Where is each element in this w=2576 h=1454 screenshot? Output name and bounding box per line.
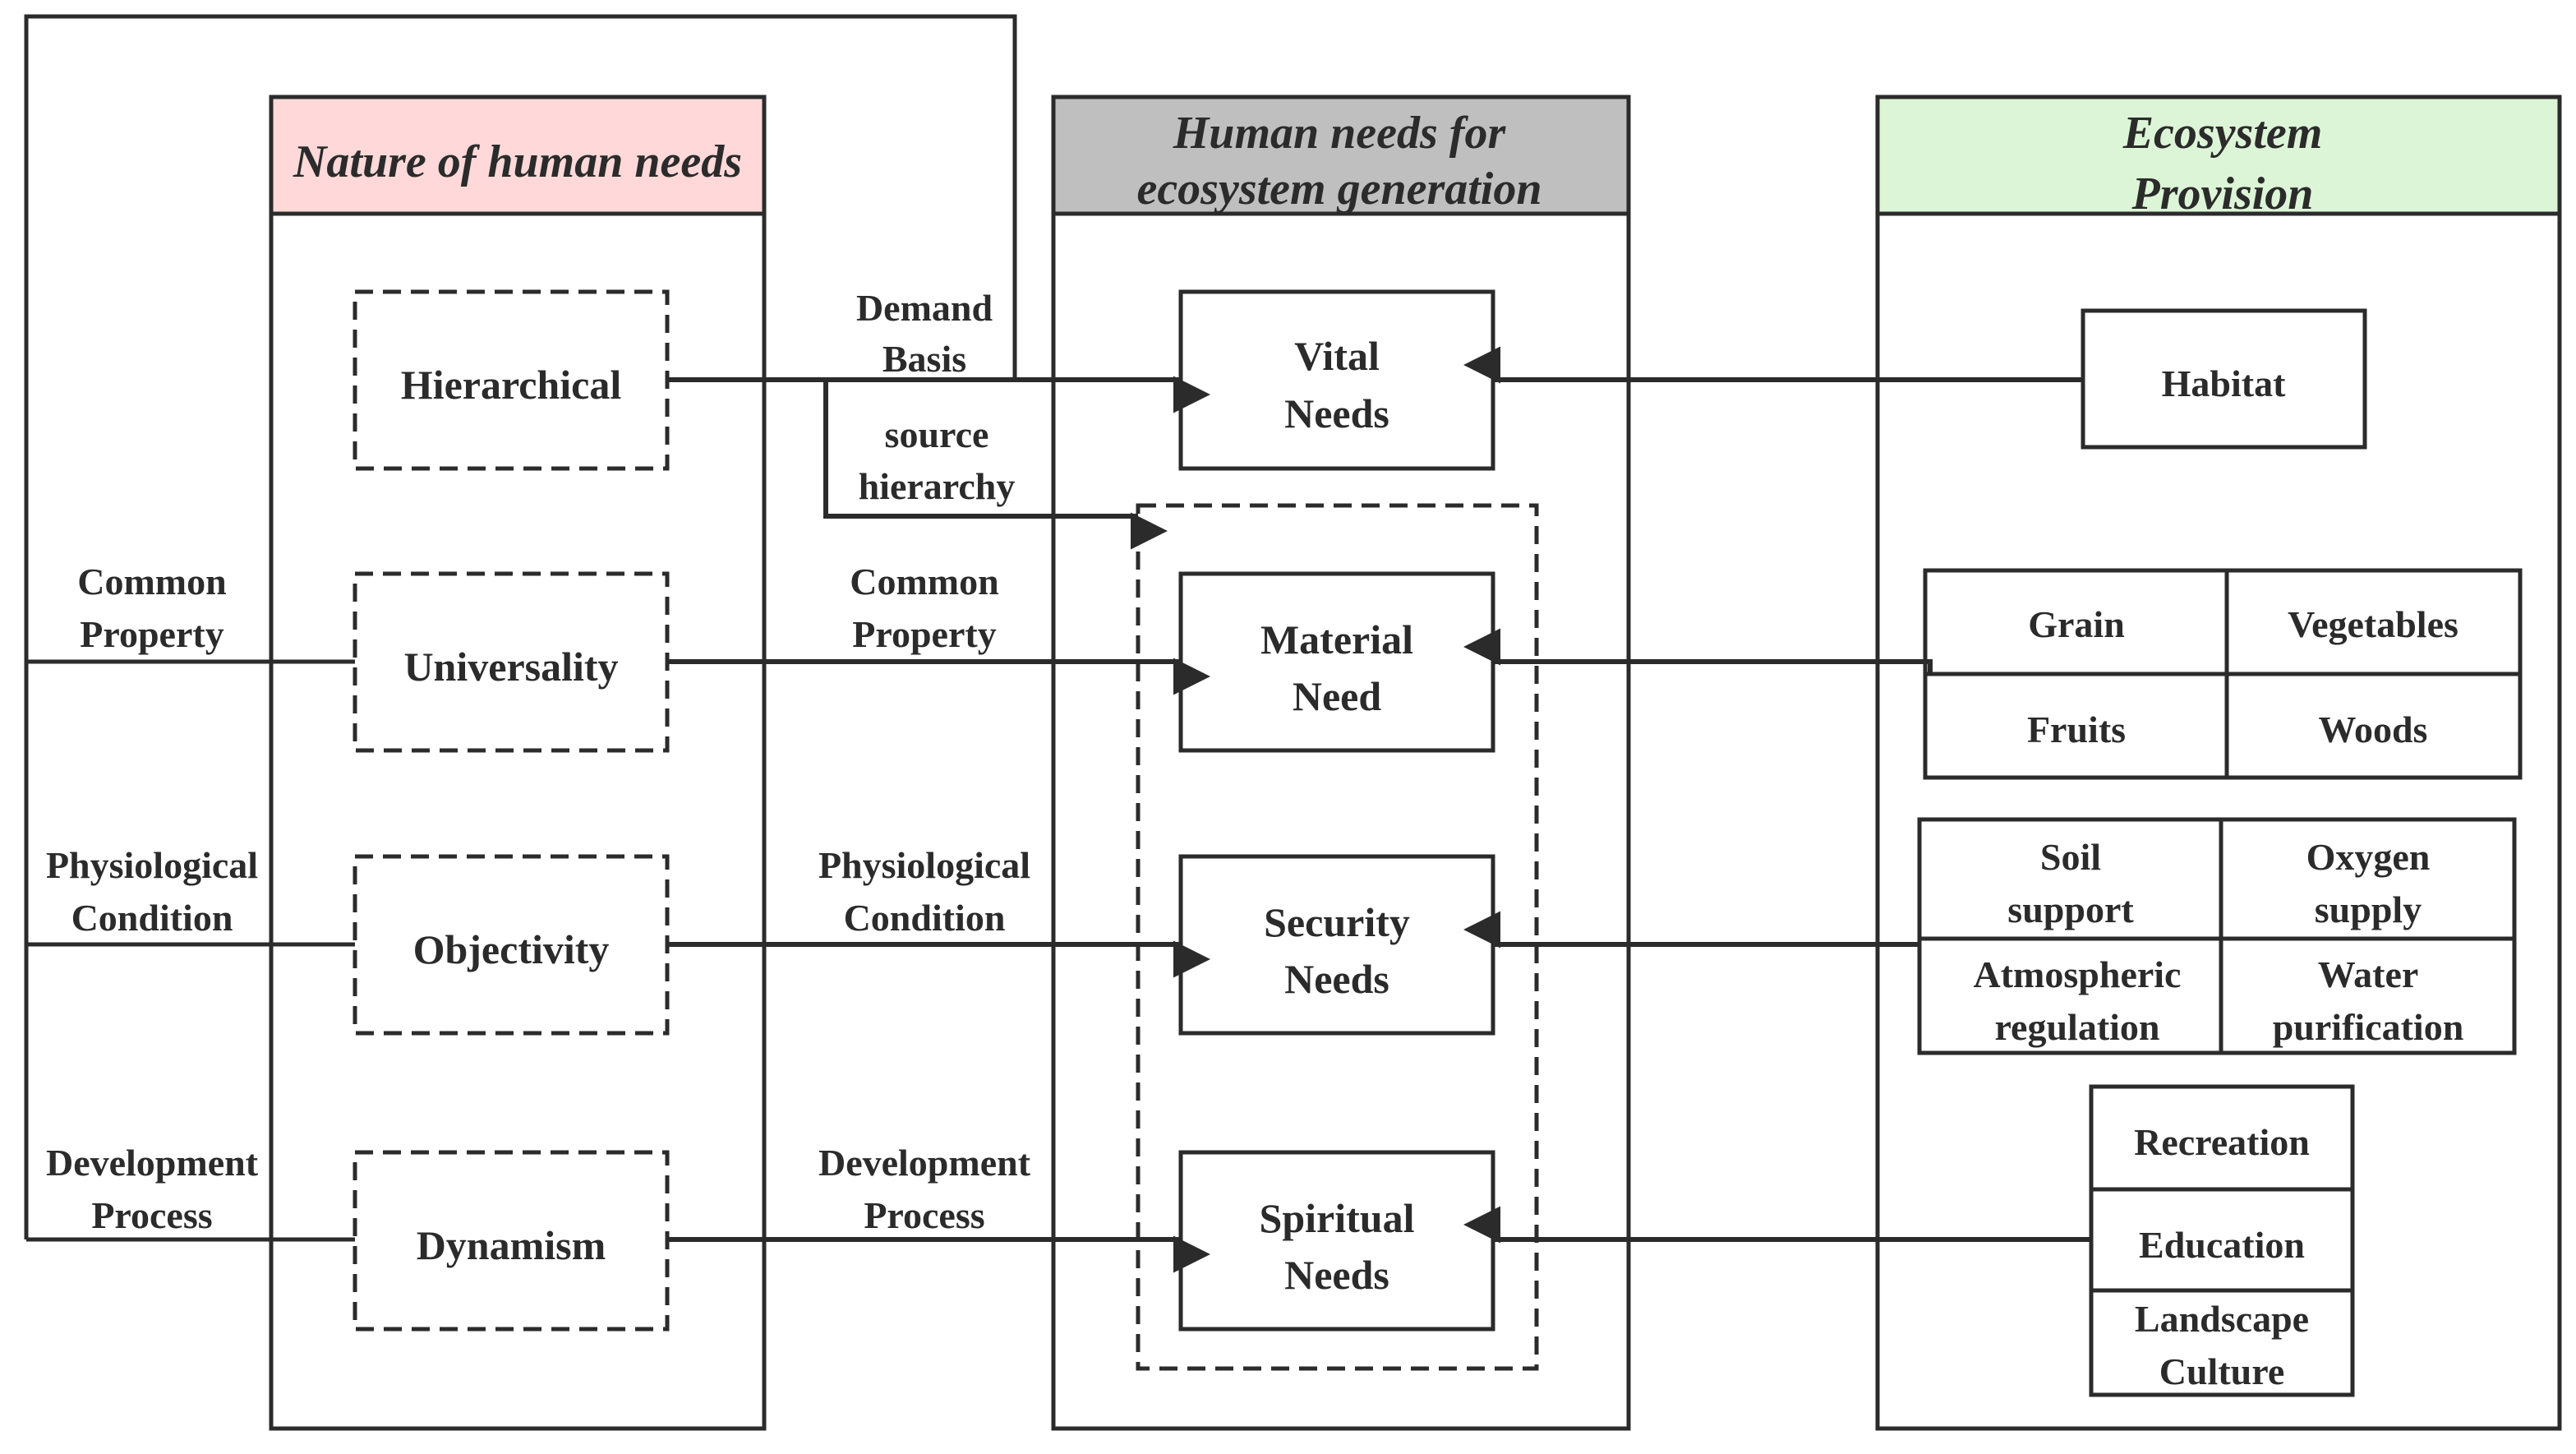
svg-text:Condition: Condition bbox=[844, 897, 1006, 939]
left-label-physiological-condition: Physiological Condition bbox=[46, 844, 258, 939]
svg-text:purification: purification bbox=[2273, 1006, 2464, 1048]
needs-column: Human needs for ecosystem generation Vit… bbox=[1051, 95, 1631, 1431]
svg-text:support: support bbox=[2007, 889, 2134, 930]
nature-item-label: Hierarchical bbox=[401, 362, 622, 408]
needs-group-dashed-frame bbox=[1136, 503, 1539, 1371]
svg-text:Common: Common bbox=[77, 561, 226, 602]
provision-column: Ecosystem Provision Habitat Grain Vegeta… bbox=[1875, 95, 2562, 1431]
mid-label-demand-basis: Demand Basis bbox=[856, 287, 993, 380]
svg-text:Property: Property bbox=[852, 613, 996, 655]
svg-text:Landscape: Landscape bbox=[2135, 1298, 2309, 1340]
svg-text:Process: Process bbox=[91, 1194, 212, 1236]
svg-text:Need: Need bbox=[1293, 673, 1381, 719]
mid-label-development-process: Development Process bbox=[818, 1142, 1031, 1236]
provision-header-title-line2: Provision bbox=[2131, 168, 2314, 219]
nature-header-bg bbox=[269, 95, 767, 216]
svg-text:Soil: Soil bbox=[2040, 836, 2101, 878]
provision-fruits: Fruits bbox=[2027, 709, 2126, 750]
svg-text:Water: Water bbox=[2318, 953, 2419, 995]
provision-habitat: Habitat bbox=[2081, 308, 2367, 450]
provision-education: Education bbox=[2139, 1224, 2305, 1266]
provision-header-title-line1: Ecosystem bbox=[2122, 108, 2323, 159]
needs-header-bg bbox=[1051, 95, 1631, 216]
svg-text:Atmospheric: Atmospheric bbox=[1974, 953, 2182, 995]
provision-header-bg bbox=[1875, 95, 2562, 216]
nature-item-dynamism: Dynamism bbox=[353, 1150, 670, 1332]
provision-soil-support: Soil support bbox=[2007, 836, 2134, 930]
provision-water-purification: Water purification bbox=[2273, 953, 2464, 1048]
svg-text:Process: Process bbox=[864, 1194, 984, 1236]
svg-text:regulation: regulation bbox=[1994, 1006, 2159, 1048]
nature-column: Nature of human needs Hierarchical Unive… bbox=[269, 95, 767, 1431]
provision-recreation: Recreation bbox=[2134, 1121, 2310, 1163]
svg-text:hierarchy: hierarchy bbox=[859, 465, 1016, 507]
arrow-material-to-material-need bbox=[1463, 628, 1933, 674]
svg-text:Oxygen: Oxygen bbox=[2306, 836, 2431, 878]
svg-text:Habitat: Habitat bbox=[2162, 362, 2286, 404]
svg-text:Property: Property bbox=[80, 613, 223, 655]
need-box-spiritual: Spiritual Needs bbox=[1178, 1150, 1495, 1332]
svg-text:source: source bbox=[885, 413, 989, 455]
left-label-development-process: Development Process bbox=[46, 1142, 259, 1236]
provision-spiritual-stack: Recreation Education Landscape Culture bbox=[2089, 1084, 2355, 1397]
mid-label-source-hierarchy: source hierarchy bbox=[859, 413, 1016, 507]
nature-item-universality: Universality bbox=[353, 571, 670, 753]
feedback-loop-line bbox=[24, 14, 1017, 1239]
svg-text:supply: supply bbox=[2315, 889, 2422, 930]
provision-to-needs-arrows bbox=[1463, 346, 2091, 1244]
provision-vegetables: Vegetables bbox=[2288, 603, 2458, 645]
provision-atmospheric-regulation: Atmospheric regulation bbox=[1974, 953, 2182, 1048]
svg-text:Development: Development bbox=[46, 1142, 259, 1184]
svg-text:Basis: Basis bbox=[882, 338, 966, 380]
provision-landscape-culture: Landscape Culture bbox=[2135, 1298, 2309, 1392]
provision-security-grid: Soil support Oxygen supply Atmospheric r… bbox=[1917, 817, 2517, 1055]
need-box-material: Material Need bbox=[1178, 571, 1495, 753]
provision-woods: Woods bbox=[2319, 709, 2428, 750]
nature-item-objectivity: Objectivity bbox=[353, 854, 670, 1036]
svg-text:Culture: Culture bbox=[2159, 1350, 2285, 1392]
needs-header-title-line2: ecosystem generation bbox=[1136, 164, 1541, 215]
svg-text:Physiological: Physiological bbox=[818, 844, 1030, 886]
svg-text:Demand: Demand bbox=[856, 287, 993, 329]
mid-label-common-property: Common Property bbox=[850, 561, 998, 655]
svg-text:Common: Common bbox=[850, 561, 998, 602]
svg-text:Spiritual: Spiritual bbox=[1260, 1195, 1415, 1241]
nature-to-needs-arrows bbox=[667, 376, 1210, 1273]
needs-header-title-line1: Human needs for bbox=[1173, 108, 1507, 159]
svg-text:Development: Development bbox=[818, 1142, 1031, 1184]
nature-item-hierarchical: Hierarchical bbox=[353, 289, 670, 471]
svg-text:Needs: Needs bbox=[1284, 1252, 1389, 1298]
mid-label-physiological-condition: Physiological Condition bbox=[818, 844, 1030, 939]
provision-material-grid: Grain Vegetables Fruits Woods bbox=[1923, 568, 2523, 780]
nature-item-label: Universality bbox=[403, 644, 618, 690]
nature-item-label: Objectivity bbox=[413, 926, 610, 972]
provision-grain: Grain bbox=[2028, 603, 2125, 645]
provision-oxygen-supply: Oxygen supply bbox=[2306, 836, 2431, 930]
need-box-security: Security Needs bbox=[1178, 854, 1495, 1036]
svg-text:Material: Material bbox=[1260, 616, 1413, 662]
svg-text:Vital: Vital bbox=[1294, 333, 1380, 379]
svg-text:Condition: Condition bbox=[71, 897, 233, 939]
svg-text:Security: Security bbox=[1264, 899, 1410, 945]
left-label-common-property: Common Property bbox=[77, 561, 226, 655]
svg-text:Needs: Needs bbox=[1284, 390, 1389, 436]
need-box-vital: Vital Needs bbox=[1178, 289, 1495, 471]
svg-text:Needs: Needs bbox=[1284, 956, 1389, 1002]
svg-text:Physiological: Physiological bbox=[46, 844, 258, 886]
feedback-lines bbox=[24, 14, 1017, 1242]
arrow-source-hierarchy bbox=[823, 380, 1168, 550]
nature-header-title: Nature of human needs bbox=[293, 136, 742, 187]
nature-item-label: Dynamism bbox=[417, 1222, 606, 1268]
